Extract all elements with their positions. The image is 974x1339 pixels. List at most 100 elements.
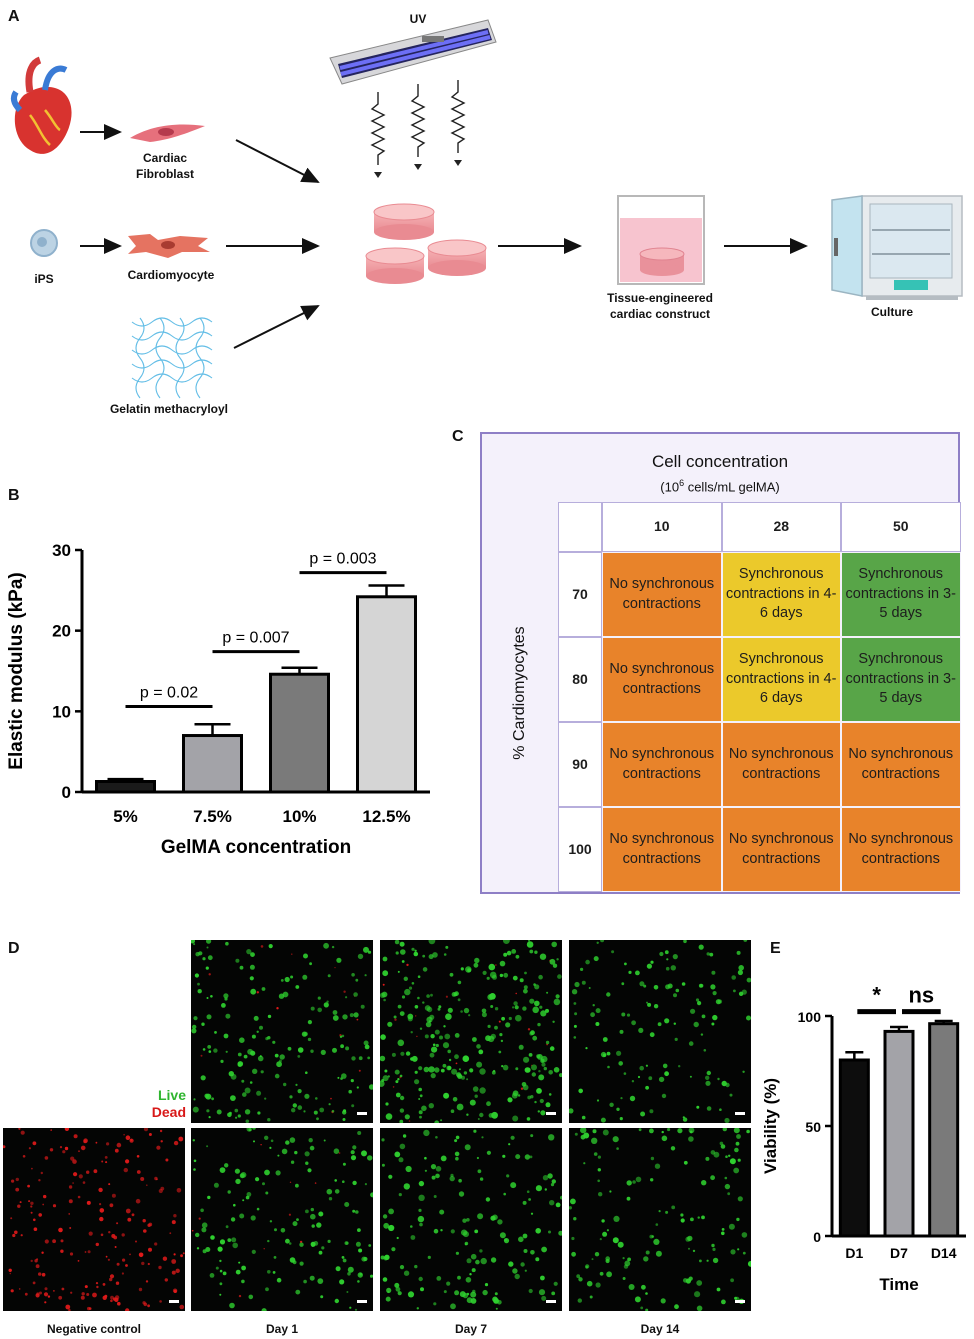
cell-dot xyxy=(404,988,411,996)
cell-dot xyxy=(303,953,308,959)
cell-dot xyxy=(69,1252,74,1256)
cell-dot xyxy=(114,1295,120,1300)
cell-dot xyxy=(440,1155,447,1162)
cell-dot xyxy=(160,1140,163,1143)
cell-dot xyxy=(540,1110,546,1116)
micrograph-day14-live xyxy=(569,940,751,1123)
cell-dot xyxy=(32,1281,36,1285)
cell-dot xyxy=(355,978,359,982)
cell-dot xyxy=(573,1036,577,1039)
cell-dot xyxy=(250,1215,256,1221)
cell-dot xyxy=(538,974,543,980)
cell-dot xyxy=(323,942,329,949)
cell-dot xyxy=(670,965,676,971)
cell-dot xyxy=(569,1206,572,1210)
cell-dot xyxy=(428,1066,435,1073)
cell-dot xyxy=(207,955,213,961)
cell-dot xyxy=(524,1269,527,1272)
cell-dot xyxy=(578,1088,583,1094)
cell-dot xyxy=(581,980,586,985)
cell-dot xyxy=(585,959,590,965)
cell-dot xyxy=(259,1025,263,1030)
cell-dot xyxy=(148,1247,152,1252)
cell-dot xyxy=(396,1236,399,1240)
cell-dot xyxy=(476,1044,481,1049)
cell-dot xyxy=(260,1070,264,1074)
cell-dot xyxy=(576,1274,581,1279)
cell-dot xyxy=(685,1236,691,1242)
cell-dot xyxy=(488,963,496,971)
cell-dot xyxy=(397,1039,405,1047)
micrograph-day7-live xyxy=(380,940,562,1123)
cell-dot xyxy=(100,1233,104,1237)
subtitle-pre: (10 xyxy=(660,479,680,495)
y-tick-label: 30 xyxy=(52,541,71,560)
cell-dot xyxy=(211,1097,214,1101)
cell-dot xyxy=(606,1271,612,1278)
cell-dot xyxy=(392,1086,395,1088)
cell-dot xyxy=(344,1202,350,1207)
cell-dot xyxy=(719,1108,722,1111)
cell-dot xyxy=(319,1107,325,1113)
cell-dot xyxy=(574,1132,578,1136)
cell-dot xyxy=(423,1129,430,1137)
cell-dot xyxy=(418,1110,423,1115)
cell-dot xyxy=(264,1135,269,1140)
y-axis-label: Elastic modulus (kPa) xyxy=(6,572,27,769)
cell-dot xyxy=(353,1012,359,1018)
caption-day-7: Day 7 xyxy=(454,1322,488,1336)
cell-dot xyxy=(683,1160,688,1165)
cell-dot xyxy=(221,1003,226,1008)
cell-dot xyxy=(310,1213,316,1220)
cell-dot xyxy=(256,1090,262,1096)
cell-dot xyxy=(267,1014,272,1019)
cell-dot xyxy=(239,965,244,970)
cell-dot xyxy=(12,1233,16,1238)
cell-dot xyxy=(219,1269,223,1273)
cell-dot xyxy=(546,991,549,994)
cell-dot xyxy=(434,1029,440,1035)
cell-dot xyxy=(693,1021,699,1028)
cell-dot xyxy=(364,1183,367,1186)
cell-dot xyxy=(205,966,209,970)
cell-dot xyxy=(342,1180,345,1183)
cell-dot xyxy=(737,969,743,976)
cell-dot xyxy=(447,1007,453,1013)
cell-dot xyxy=(227,1238,232,1242)
cell-dot xyxy=(487,994,494,1001)
cell-dot xyxy=(290,975,294,979)
construct-line-2: cardiac construct xyxy=(609,307,711,321)
row-header: 80 xyxy=(558,637,602,722)
cell-dot xyxy=(481,1008,487,1014)
cell-dot xyxy=(332,1015,339,1021)
cell-dot xyxy=(387,1075,390,1078)
cell-dot xyxy=(558,1230,562,1236)
cell-dot xyxy=(136,1170,141,1174)
cell-dot xyxy=(197,982,200,986)
cell-dot xyxy=(712,1257,719,1264)
cell-dot xyxy=(302,974,308,980)
cell-dot xyxy=(125,1308,130,1311)
cell-dot xyxy=(143,1229,147,1233)
cell-dot xyxy=(276,1007,279,1010)
cell-dot xyxy=(506,950,512,956)
cell-dot xyxy=(466,1218,470,1222)
cell-dot xyxy=(658,1210,661,1213)
x-axis-label: GelMA concentration xyxy=(161,837,351,858)
cell-fluorescence-dots xyxy=(380,1129,562,1310)
cell-dot xyxy=(692,1249,696,1253)
cell-dot xyxy=(340,1077,343,1080)
scale-bar xyxy=(169,1300,179,1303)
cell-dot xyxy=(305,1161,309,1165)
cell-dot xyxy=(710,1175,715,1181)
cell-dot xyxy=(466,1297,473,1304)
panel-label-e: E xyxy=(770,940,781,957)
cell-dot xyxy=(280,1228,286,1233)
cell-dot xyxy=(394,1018,397,1021)
cell-dot xyxy=(84,1251,87,1253)
cell-dot xyxy=(499,973,504,978)
cell-dot xyxy=(80,1145,86,1151)
cell-dot xyxy=(110,1295,114,1300)
cell-dot xyxy=(437,1007,441,1011)
